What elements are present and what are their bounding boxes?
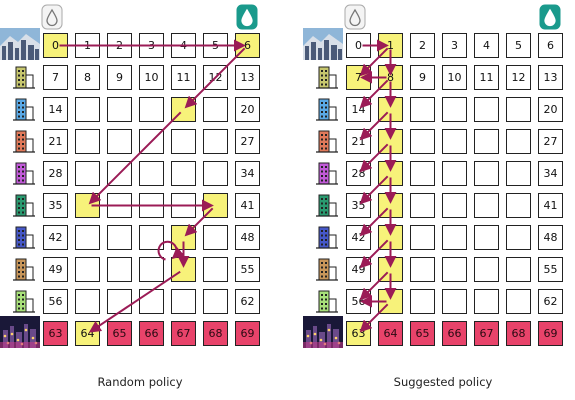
policy-arrow xyxy=(361,112,387,138)
policy-arrow xyxy=(361,48,387,74)
policy-arrow xyxy=(186,48,244,106)
policy-arrow xyxy=(90,112,180,202)
policy-arrow xyxy=(361,176,387,202)
panel-caption: Random policy xyxy=(20,375,260,389)
policy-arrow xyxy=(361,304,387,330)
policy-arrow xyxy=(361,240,387,266)
policy-arrow xyxy=(186,208,212,234)
suggested-policy-panel: 0123456789101112131420212728343541424849… xyxy=(303,0,575,400)
policy-arrows xyxy=(0,0,280,370)
policy-arrow xyxy=(361,272,387,298)
policy-arrow xyxy=(361,80,387,106)
policy-arrow xyxy=(361,208,387,234)
random-policy-panel: 0123456789101112131420212728343541424849… xyxy=(0,0,280,400)
policy-arrow xyxy=(91,272,180,332)
policy-arrow xyxy=(361,144,387,170)
policy-arrows xyxy=(303,0,575,370)
self-loop-arrow xyxy=(159,242,177,260)
panel-caption: Suggested policy xyxy=(323,375,563,389)
